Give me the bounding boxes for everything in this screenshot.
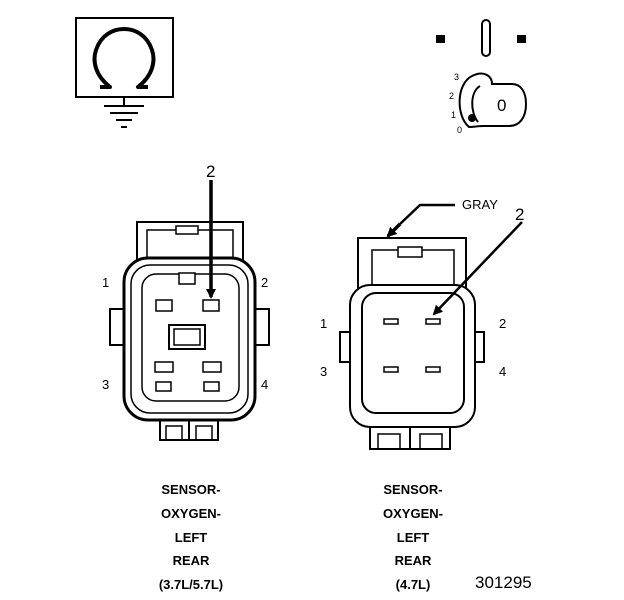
connector-right-color-label: GRAY bbox=[462, 197, 498, 212]
caption-line: LEFT bbox=[175, 530, 208, 545]
connector-right bbox=[339, 203, 523, 450]
caption-line: OXYGEN- bbox=[383, 506, 443, 521]
connector-right-pin-label: 3 bbox=[320, 364, 327, 379]
caption-line: SENSOR- bbox=[161, 482, 220, 497]
ignition-key-icon: 3 2 1 0 0 bbox=[436, 19, 528, 135]
connector-left-pin-label: 3 bbox=[102, 377, 109, 392]
caption-line: SENSOR- bbox=[383, 482, 442, 497]
connector-right-pin-label: 1 bbox=[320, 316, 327, 331]
ignition-position-label: 1 bbox=[451, 110, 456, 120]
caption-line: (4.7L) bbox=[396, 577, 431, 592]
ignition-key-value: 0 bbox=[497, 96, 506, 115]
connector-right-caption: SENSOR- OXYGEN- LEFT REAR (4.7L) bbox=[383, 482, 443, 592]
connector-left-pin-label: 1 bbox=[102, 275, 109, 290]
connector-left-pin-label: 2 bbox=[261, 275, 268, 290]
connector-left-pin-label: 4 bbox=[261, 377, 268, 392]
figure-id: 301295 bbox=[475, 573, 532, 592]
caption-line: LEFT bbox=[397, 530, 430, 545]
ignition-position-label: 3 bbox=[454, 72, 459, 82]
caption-line: OXYGEN- bbox=[161, 506, 221, 521]
connector-left-callout: 2 bbox=[206, 162, 215, 181]
connector-right-callout: 2 bbox=[515, 205, 524, 224]
caption-line: REAR bbox=[173, 553, 210, 568]
ignition-position-label: 2 bbox=[449, 91, 454, 101]
ohmmeter-icon bbox=[75, 17, 174, 128]
caption-line: (3.7L/5.7L) bbox=[159, 577, 223, 592]
ignition-position-label: 0 bbox=[457, 125, 462, 135]
connector-right-pin-label: 4 bbox=[499, 364, 506, 379]
connector-left-caption: SENSOR- OXYGEN- LEFT REAR (3.7L/5.7L) bbox=[159, 482, 223, 592]
connector-right-pin-label: 2 bbox=[499, 316, 506, 331]
connector-left bbox=[109, 180, 270, 441]
caption-line: REAR bbox=[395, 553, 432, 568]
